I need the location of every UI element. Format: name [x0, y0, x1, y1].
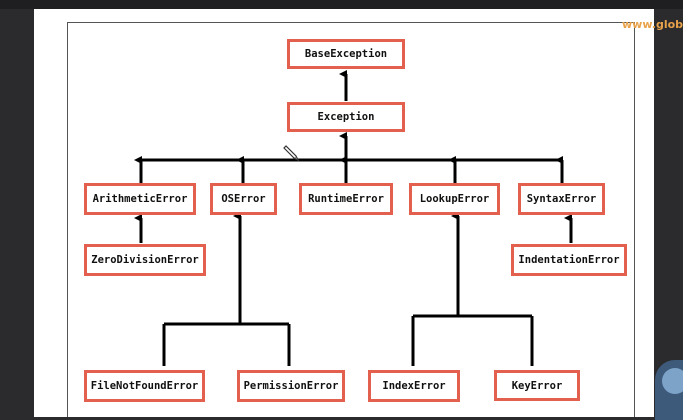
node-permission-error: PermissionError	[237, 370, 345, 402]
pencil-cursor-icon	[283, 145, 300, 162]
watermark-text: www.globa	[622, 18, 683, 31]
top-bar	[0, 0, 683, 9]
node-base-exception: BaseException	[287, 39, 405, 69]
node-index-error: IndexError	[368, 370, 460, 402]
node-lookup-error: LookupError	[409, 183, 500, 215]
node-key-error: KeyError	[494, 370, 580, 401]
node-exception: Exception	[287, 102, 405, 132]
node-syntax-error: SyntaxError	[518, 183, 605, 215]
diagram-frame	[67, 22, 635, 417]
node-indentation-error: IndentationError	[511, 244, 627, 276]
node-runtime-error: RuntimeError	[299, 183, 393, 215]
node-file-not-found-error: FileNotFoundError	[84, 370, 205, 402]
node-os-error: OSError	[210, 183, 277, 215]
node-arithmetic-error: ArithmeticError	[84, 183, 196, 215]
presenter-avatar-face	[662, 368, 683, 394]
node-zero-division-error: ZeroDivisionError	[84, 244, 206, 276]
